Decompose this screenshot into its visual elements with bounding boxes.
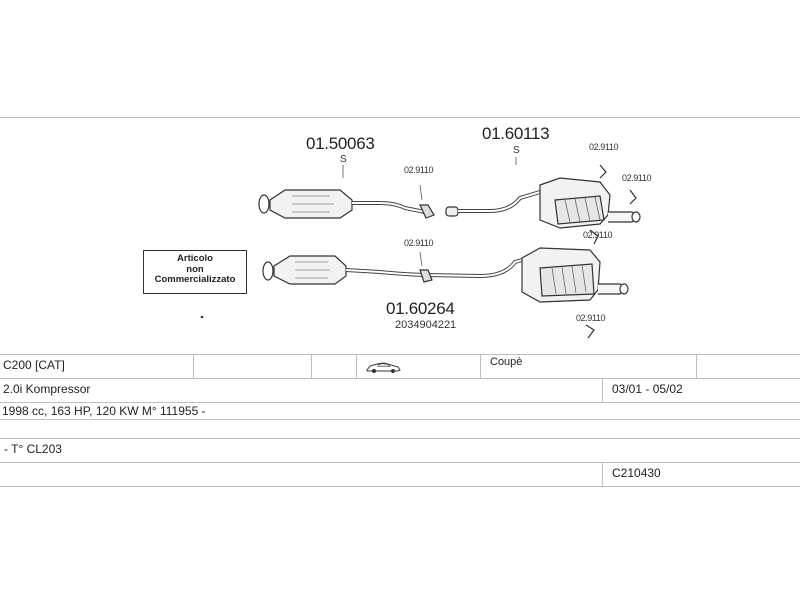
vehicle-code: C210430 xyxy=(612,466,661,480)
note-line-1: Articolo xyxy=(177,253,213,264)
exhaust-diagram xyxy=(200,157,641,339)
part-number-front: 01.50063 xyxy=(306,134,375,153)
lower-front-flange xyxy=(262,261,274,281)
col-divider-5 xyxy=(696,354,697,378)
vehicle-engine: 2.0i Kompressor xyxy=(3,382,91,396)
clamp-code-4: 02.9110 xyxy=(622,173,652,183)
top-divider xyxy=(0,117,800,118)
note-line-3: Commercializzato xyxy=(154,274,236,285)
vehicle-type: - T° CL203 xyxy=(4,442,62,456)
note-line-2: non xyxy=(186,263,204,275)
part-number-rear: 01.60113 xyxy=(482,124,550,143)
vehicle-model: C200 [CAT] xyxy=(3,358,65,372)
vehicle-specs: 1998 cc, 163 HP, 120 KW M° 111955 - xyxy=(2,404,206,418)
clamp-code-6: 02.9110 xyxy=(576,313,606,323)
part-suffix-front: S xyxy=(340,154,347,165)
col-divider-4 xyxy=(480,354,481,378)
part-number-lower: 01.60264 xyxy=(386,299,455,318)
table-line-4 xyxy=(0,419,800,420)
table-line-1 xyxy=(0,354,800,355)
part-suffix-rear: S xyxy=(513,145,520,156)
clamp-code-1: 02.9110 xyxy=(404,165,434,175)
col-divider-3 xyxy=(356,354,357,378)
table-line-7 xyxy=(0,486,800,487)
col-divider-2 xyxy=(311,354,312,378)
lower-clamp xyxy=(419,269,433,283)
upper-front-flange xyxy=(258,194,270,214)
lower-pipe xyxy=(345,256,531,279)
car-icon xyxy=(366,362,401,373)
oem-number-lower: 2034904221 xyxy=(395,319,457,331)
vehicle-body: Coupè xyxy=(490,356,523,368)
table-line-3 xyxy=(0,402,800,403)
vehicle-dates: 03/01 - 05/02 xyxy=(612,382,683,396)
clamp-code-2: 02.9110 xyxy=(404,238,434,248)
col-divider-7 xyxy=(602,462,603,486)
col-divider-6 xyxy=(602,378,603,402)
table-line-5 xyxy=(0,438,800,439)
table-line-6 xyxy=(0,462,800,463)
table-line-2 xyxy=(0,378,800,379)
clamp-code-5: 02.9110 xyxy=(583,230,613,240)
not-commercialized-note: Articolo non Commercializzato xyxy=(143,250,247,294)
upper-joint-pipe xyxy=(445,206,459,217)
clamp-code-3: 02.9110 xyxy=(589,142,619,152)
col-divider-1 xyxy=(193,354,194,378)
upper-clamp xyxy=(419,204,435,219)
